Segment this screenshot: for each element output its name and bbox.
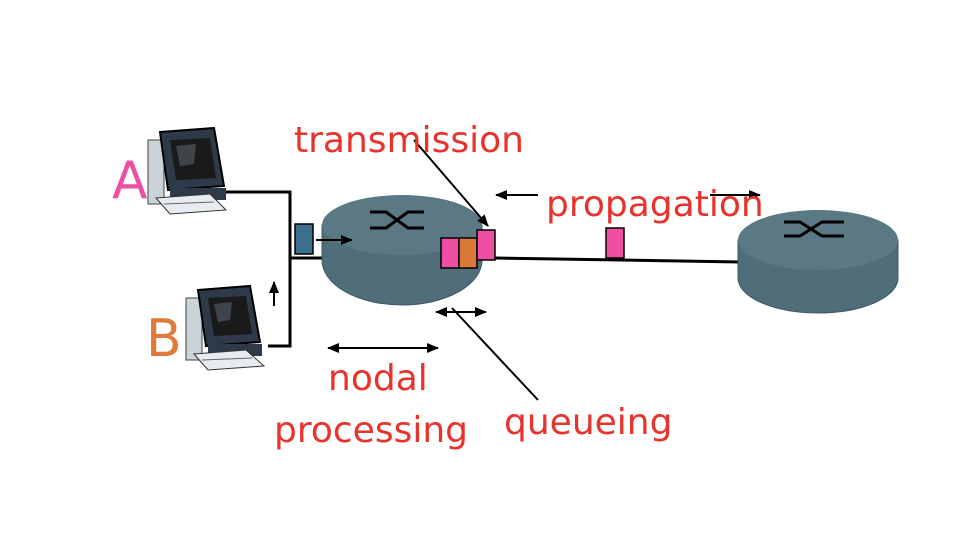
computer-b xyxy=(185,284,266,371)
host-a-label: A xyxy=(112,151,148,211)
queueing-pointer xyxy=(451,307,539,401)
propagating-packet xyxy=(605,227,625,259)
propagation-label: propagation xyxy=(546,184,764,225)
transmission-pointer xyxy=(413,139,489,227)
link-host-b xyxy=(268,255,292,348)
computer-icon xyxy=(185,284,266,371)
transmitting-packet xyxy=(476,229,496,261)
router-symbol-icon xyxy=(784,220,844,238)
link-host-a xyxy=(222,190,292,260)
router-2 xyxy=(737,210,899,314)
link-router-router xyxy=(493,256,741,264)
packet-icon xyxy=(294,223,314,255)
queued-packet-pink xyxy=(440,237,460,269)
router-symbol-icon xyxy=(370,210,424,230)
queued-packet-orange xyxy=(458,237,478,269)
transmission-label: transmission xyxy=(294,120,524,161)
links xyxy=(222,190,741,348)
nodal-label: nodal xyxy=(328,358,428,399)
queueing-label: queueing xyxy=(504,402,672,443)
host-b-label: B xyxy=(146,309,182,369)
processing-label: processing xyxy=(274,410,468,451)
computer-a xyxy=(147,126,228,215)
computer-icon xyxy=(147,126,228,215)
